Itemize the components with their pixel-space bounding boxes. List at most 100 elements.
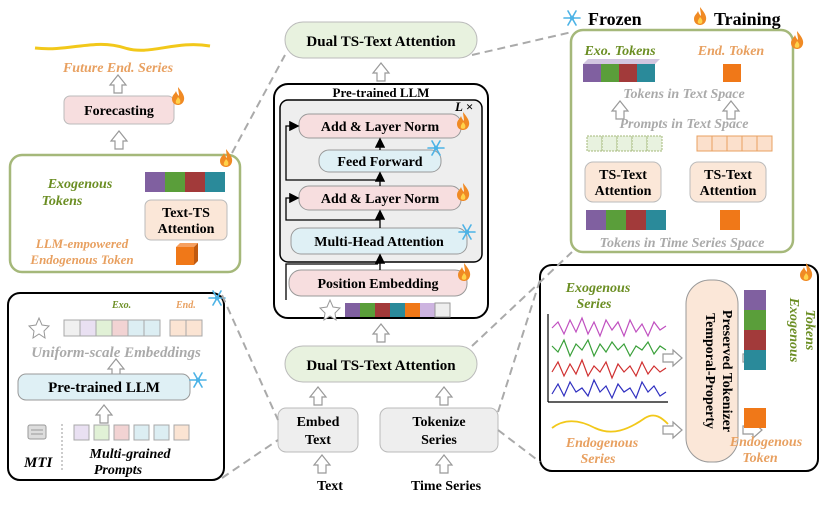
- up-arrow-icon: [313, 454, 331, 474]
- endogenous-series-curve: [551, 414, 669, 433]
- dual-attention-bottom: Dual TS-Text Attention: [284, 345, 478, 383]
- mha-label: Multi-Head Attention: [314, 235, 444, 250]
- repeat-label: L ×: [454, 99, 473, 114]
- end-token-label: End. Token: [697, 44, 765, 59]
- input-token-strip: [345, 302, 451, 318]
- uniform-embeddings-label: Uniform-scale Embeddings: [31, 345, 201, 361]
- mti-panel: Exo. End. Uniform-scale Embeddings Pre-t…: [7, 290, 226, 481]
- ts-text-attention-left-label-1: TS-Text: [599, 168, 647, 183]
- forecasting-label: Forecasting: [84, 104, 154, 119]
- llm-endogenous-label-1: LLM-empowered: [35, 236, 129, 251]
- tokens-ts-space-label: Tokens in Time Series Space: [600, 236, 765, 251]
- exogenous-series-plot: [547, 314, 668, 403]
- exogenous-output-tokens: [744, 290, 766, 370]
- ts-text-attention-right-label-2: Attention: [700, 184, 757, 199]
- llm-block: Pre-trained LLM L × Add & Layer Norm Fee…: [273, 83, 489, 322]
- forecasting-section: Future End. Series Forecasting: [34, 42, 211, 150]
- position-embedding-label: Position Embedding: [318, 277, 439, 292]
- exo-series-label-2: Series: [577, 297, 613, 312]
- embed-text-box: Embed Text: [277, 407, 359, 453]
- frozen-legend-icon: [563, 10, 581, 26]
- input-series-label: Time Series: [411, 479, 482, 494]
- tokens-text-space-label: Tokens in Text Space: [623, 87, 744, 102]
- ts-space-end-token: [720, 210, 740, 230]
- ts-text-attention-left-label-2: Attention: [595, 184, 652, 199]
- ts-text-attention-left-box: [584, 161, 662, 203]
- embed-text-label-1: Embed: [297, 415, 340, 430]
- flame-icon: [172, 87, 185, 105]
- prompts-label-2: Prompts: [94, 463, 143, 478]
- dual-attention-detail-panel: Exo. Tokens End. Token Tokens in Text Sp…: [569, 28, 804, 254]
- add-norm-top-label: Add & Layer Norm: [321, 120, 440, 135]
- flame-icon: [791, 31, 804, 49]
- endo-token-out-label-2: Token: [742, 451, 777, 466]
- up-arrow-icon: [309, 386, 327, 406]
- llm-block-title: Pre-trained LLM: [333, 85, 430, 100]
- flame-icon: [220, 149, 233, 167]
- pretrained-llm-small-box: [17, 373, 191, 401]
- ts-space-tokens: [586, 210, 666, 230]
- future-series-curve: [34, 42, 211, 52]
- tokenizer-panel: Exogenous Series Endogenous Series Tempo…: [539, 263, 819, 472]
- ts-text-attention-right-label-1: TS-Text: [704, 168, 752, 183]
- mti-icon: [27, 424, 47, 440]
- exo-text-space-tokens: [583, 59, 660, 82]
- dual-attention-bottom-label: Dual TS-Text Attention: [306, 358, 456, 374]
- endo-series-label-2: Series: [581, 452, 617, 467]
- mti-label: MTI: [23, 455, 54, 471]
- text-ts-attention-label-1: Text-TS: [162, 206, 210, 221]
- exogenous-panel: Exogenous Tokens Text-TS Attention LLM-e…: [8, 149, 242, 274]
- tokenize-series-label-1: Tokenize: [412, 415, 465, 430]
- prompt-cubes: [73, 424, 190, 441]
- legend: Frozen Training: [563, 7, 781, 29]
- embedding-cubes: [63, 319, 203, 337]
- exo-tokens-out-label-1: Exogenous: [786, 297, 801, 363]
- tokenizer-label-2: Preserved Tokenizer: [719, 310, 734, 432]
- legend-frozen: Frozen: [588, 9, 642, 29]
- tokenizer-label-1: Temporal-Property: [702, 313, 717, 429]
- text-ts-attention-label-2: Attention: [158, 222, 215, 237]
- future-series-label: Future End. Series: [62, 61, 174, 76]
- pretrained-llm-small-label: Pre-trained LLM: [48, 380, 160, 396]
- dual-attention-top: Dual TS-Text Attention: [284, 21, 478, 82]
- training-legend-icon: [694, 7, 707, 25]
- endo-series-label-1: Endogenous: [565, 436, 639, 451]
- text-ts-attention-box: [144, 199, 228, 241]
- input-text-label: Text: [317, 479, 343, 494]
- tokenize-series-label-2: Series: [421, 433, 457, 448]
- tokenize-series-box: Tokenize Series: [379, 407, 499, 453]
- up-arrow-icon: [372, 62, 390, 82]
- ts-text-attention-right-box: [689, 161, 767, 203]
- up-arrow-icon: [110, 130, 128, 150]
- exo-tokens-label: Exo. Tokens: [583, 44, 656, 59]
- feed-forward-label: Feed Forward: [337, 155, 422, 170]
- tokenizer-box: [685, 279, 739, 463]
- exogenous-token-strip: [145, 172, 225, 192]
- up-arrow-icon: [435, 386, 453, 406]
- prompts-text-space-label: Prompts in Text Space: [620, 117, 749, 132]
- up-arrow-icon: [435, 454, 453, 474]
- legend-training: Training: [714, 9, 781, 29]
- prompt-cubes-left: [586, 135, 663, 152]
- position-embedding-box: [288, 269, 468, 297]
- prompts-label-1: Multi-grained: [89, 447, 172, 462]
- endogenous-output-token: [744, 408, 766, 428]
- star-icon: [318, 298, 342, 322]
- end-tag: End.: [175, 300, 196, 311]
- endogenous-token-cube: [176, 247, 194, 265]
- up-arrow-icon: [372, 323, 390, 343]
- exo-tokens-out-label-2: Tokens: [802, 310, 817, 351]
- star-icon: [27, 316, 51, 340]
- forecasting-box: [63, 95, 175, 125]
- dashed-connectors: [221, 31, 573, 479]
- exo-tag: Exo.: [111, 300, 131, 311]
- embed-text-label-2: Text: [305, 433, 331, 448]
- llm-endogenous-label-2: Endogenous Token: [29, 252, 133, 267]
- exo-series-label-1: Exogenous: [565, 281, 631, 296]
- dual-attention-top-label: Dual TS-Text Attention: [306, 34, 456, 50]
- exogenous-tokens-label-2: Tokens: [42, 194, 83, 209]
- add-norm-bottom-label: Add & Layer Norm: [321, 192, 440, 207]
- end-text-space-token: [723, 64, 741, 82]
